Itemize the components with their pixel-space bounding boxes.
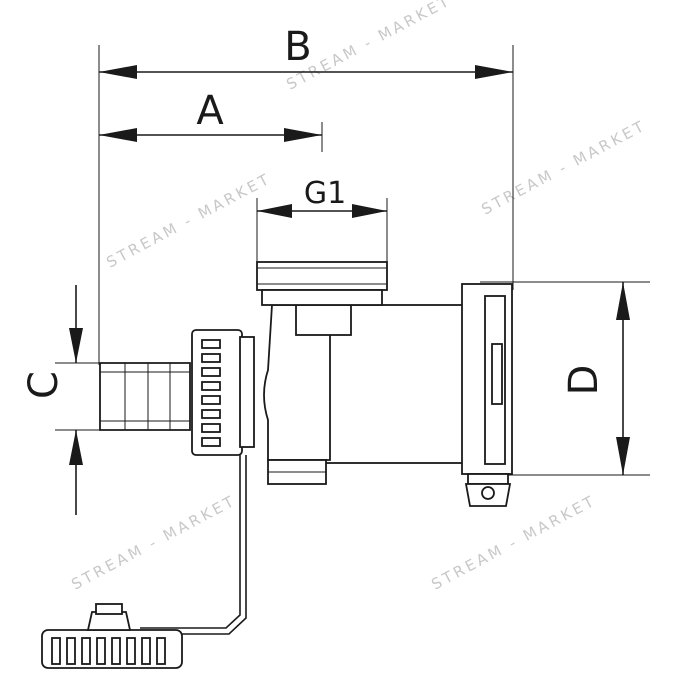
pump-drawing [41, 261, 513, 669]
flange-screw-hole [481, 486, 495, 500]
tether-strap [140, 455, 241, 629]
cap-knob-top [95, 603, 123, 615]
cap-rib [126, 637, 136, 665]
label-c: C [21, 371, 67, 399]
cap-rib [81, 637, 91, 665]
dimension-lines [55, 45, 650, 515]
watermark-5: STREAM - MARKET [428, 491, 599, 593]
arrow-d-top [616, 282, 630, 320]
watermark-1: STREAM - MARKET [103, 169, 274, 271]
label-g1: G1 [304, 176, 346, 211]
top-nut-collar [261, 289, 383, 306]
inner-pipe-socket [295, 304, 352, 336]
cap-rib [66, 637, 76, 665]
label-d: D [561, 365, 607, 396]
rib [201, 367, 221, 377]
cap-rib [51, 637, 61, 665]
tether-strap-edge [140, 455, 247, 635]
dimension-labels: B A G1 C D [21, 24, 607, 399]
arrow-a-right [284, 128, 322, 142]
arrow-g1-left [257, 204, 292, 218]
arrow-b-left [99, 65, 137, 79]
union-nut-ribs [201, 339, 221, 447]
cap-rib [96, 637, 106, 665]
flange-slot [491, 343, 503, 405]
rib [201, 409, 221, 419]
arrow-c-top [69, 328, 83, 363]
cap-rib [111, 637, 121, 665]
arrow-g1-right [352, 204, 387, 218]
rib [201, 339, 221, 349]
cap-rib [141, 637, 151, 665]
arrow-a-left [99, 128, 137, 142]
cap-knob [86, 611, 132, 631]
arrow-b-right [475, 65, 513, 79]
top-nut [256, 261, 388, 291]
label-b: B [284, 24, 311, 70]
flange-screw-base [467, 473, 509, 485]
rib [201, 423, 221, 433]
rib [201, 353, 221, 363]
union-nut-ring [239, 336, 255, 448]
label-a: A [196, 88, 224, 134]
arrow-c-bottom [69, 430, 83, 465]
watermark-3: STREAM - MARKET [478, 116, 649, 218]
watermark-6: STREAM - MARKET [68, 491, 239, 593]
cap-rib [156, 637, 166, 665]
end-cap-ribs [51, 637, 166, 665]
rib [201, 437, 221, 447]
hose-barb [99, 362, 191, 431]
rib [201, 381, 221, 391]
rib [201, 395, 221, 405]
arrow-d-bottom [616, 437, 630, 475]
